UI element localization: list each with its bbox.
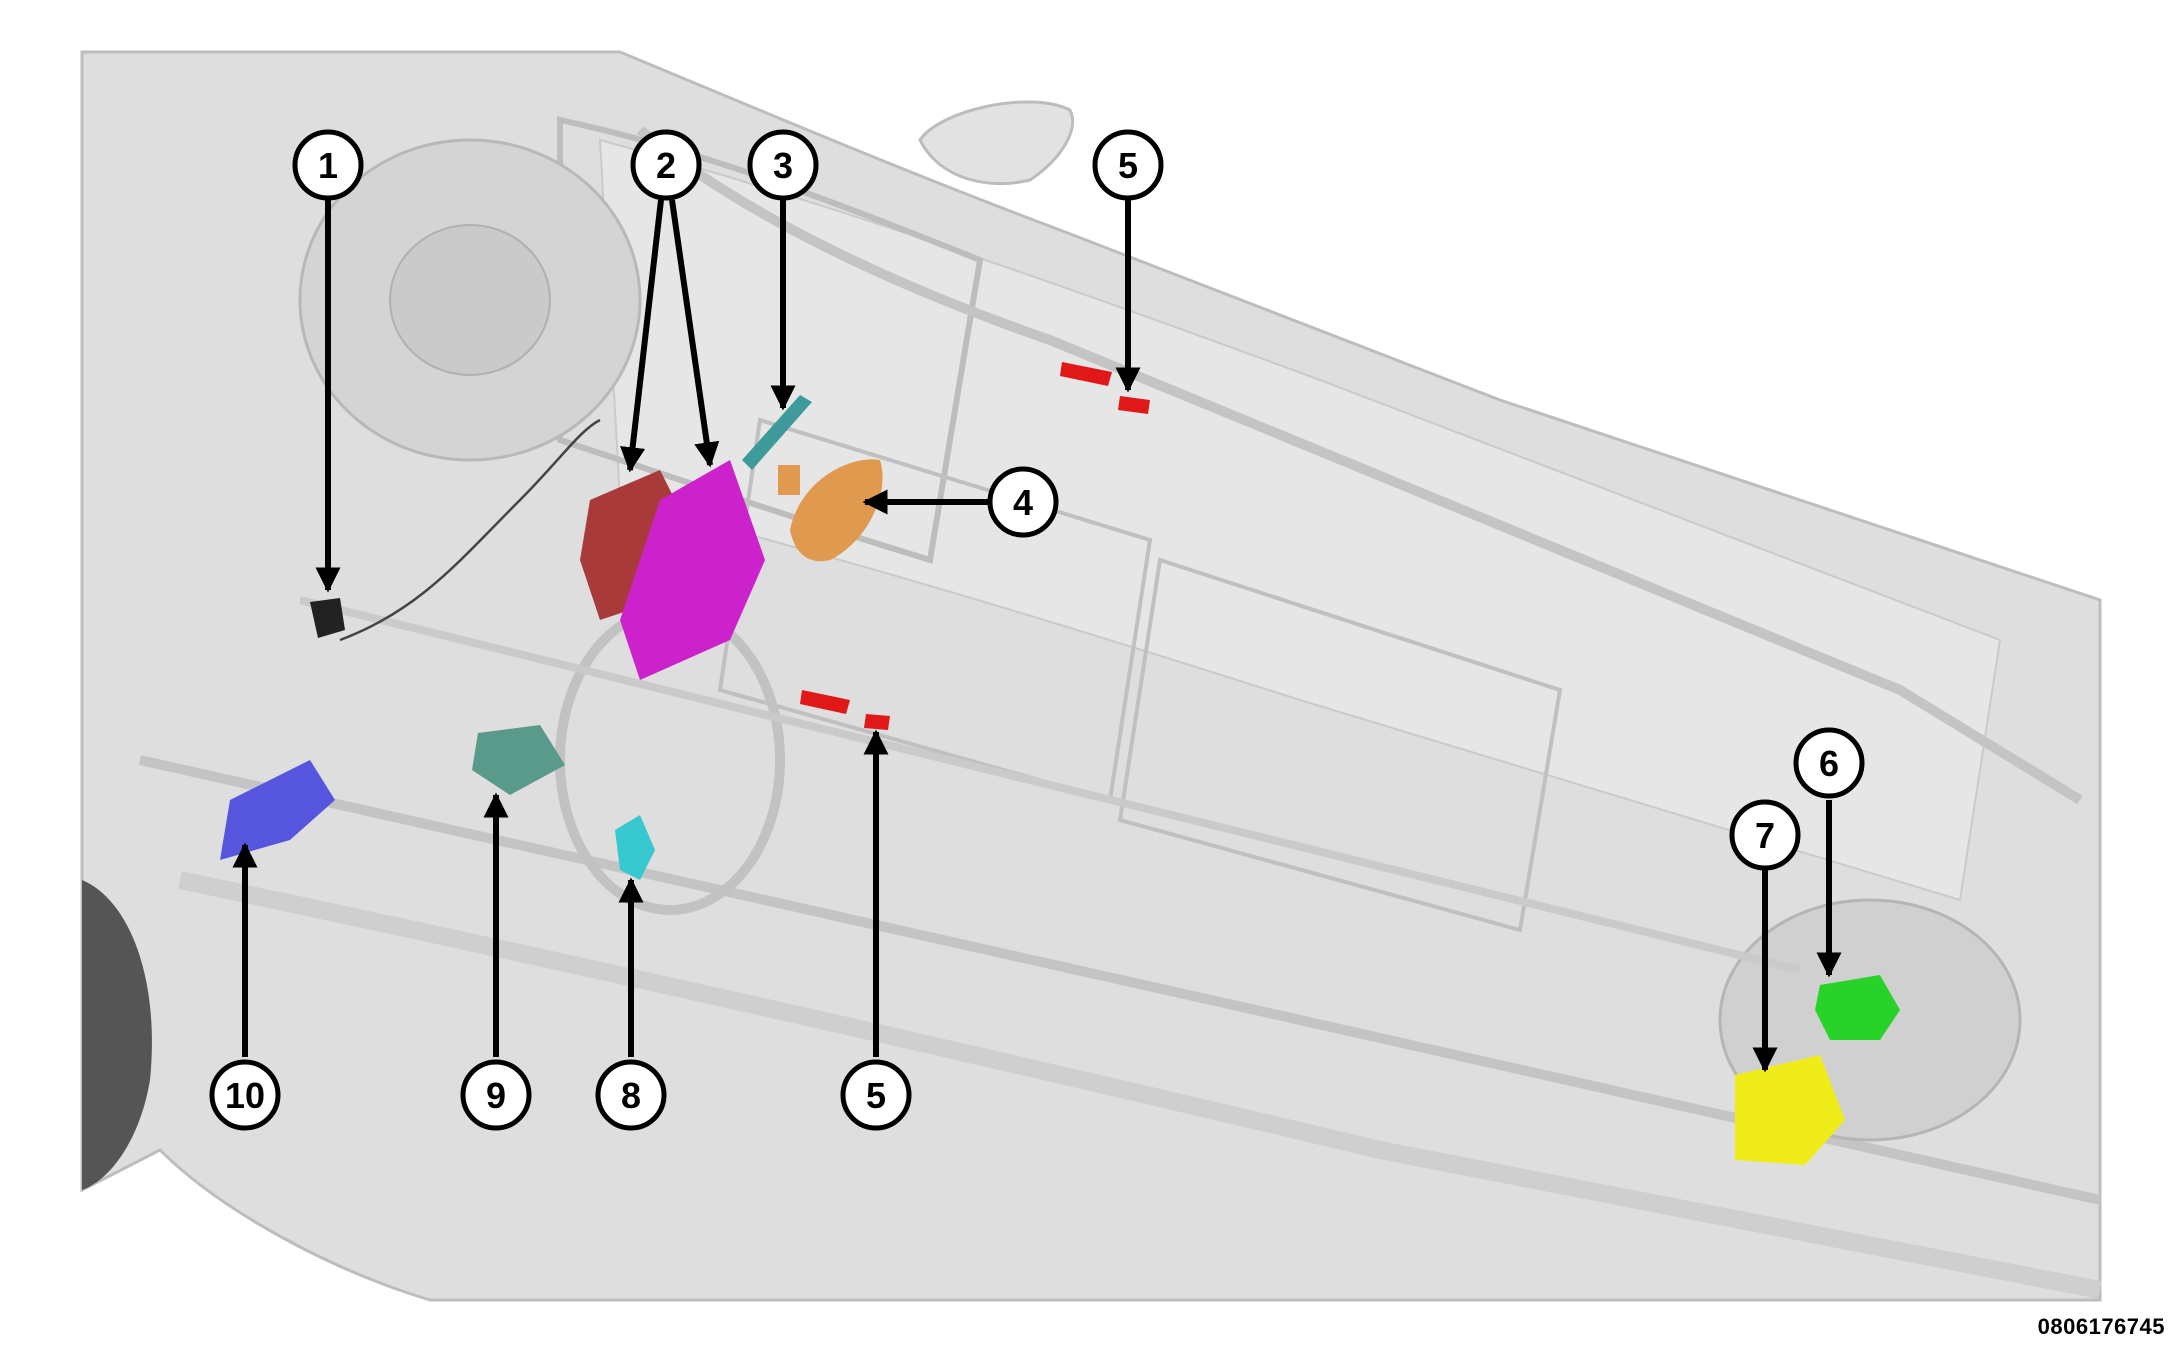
callout-label-7: 7 [1755, 815, 1775, 856]
rear-door-opening [1117, 557, 1563, 933]
grey-green-module [472, 725, 565, 795]
callout-1: 1 [292, 129, 364, 201]
callout-5-top: 5 [1092, 129, 1164, 201]
callout-4: 4 [987, 466, 1059, 538]
vehicle-phantom-body [80, 50, 2102, 1302]
callout-label-8: 8 [621, 1075, 641, 1116]
callout-label-6: 6 [1819, 743, 1839, 784]
blue-module [220, 760, 335, 860]
orange-mirror-mount [778, 465, 800, 495]
rocker-panel [178, 871, 2102, 1299]
callout-label-9: 9 [486, 1075, 506, 1116]
callout-label-4: 4 [1013, 482, 1033, 523]
magenta-module [620, 460, 765, 680]
callout-label-3: 3 [773, 145, 793, 186]
harness-wire [339, 418, 601, 642]
floor-crossmember [299, 596, 1801, 974]
leader-line-2a [620, 199, 664, 473]
yellow-module [1735, 1055, 1845, 1165]
callout-label-2: 2 [656, 145, 676, 186]
components [220, 362, 1900, 1165]
callout-2: 2 [630, 129, 702, 201]
black-sensor [310, 598, 345, 638]
leader-lines [232, 199, 1842, 1073]
cyan-switch [615, 815, 655, 880]
callout-label-5-bottom: 5 [866, 1075, 886, 1116]
figure-id: 0806176745 [2037, 1314, 2165, 1339]
side-mirror [918, 100, 1075, 186]
callout-8: 8 [595, 1059, 667, 1131]
callout-label-10: 10 [225, 1075, 265, 1116]
orange-mirror-module [790, 459, 883, 562]
red-sensor-rear [1060, 362, 1150, 414]
callout-7: 7 [1729, 799, 1801, 871]
green-module [1815, 975, 1900, 1040]
callout-5-bottom: 5 [840, 1059, 912, 1131]
callout-label-1: 1 [318, 145, 338, 186]
callout-label-5-top: 5 [1118, 145, 1138, 186]
callouts: 1 2 3 4 5 5 6 7 [209, 129, 1865, 1131]
callout-9: 9 [460, 1059, 532, 1131]
callout-6: 6 [1793, 727, 1865, 799]
callout-3: 3 [747, 129, 819, 201]
teal-sensor [742, 395, 812, 470]
callout-10: 10 [209, 1059, 281, 1131]
front-strut-tower [389, 224, 551, 376]
leader-line-2b [669, 199, 720, 468]
front-tire [82, 880, 152, 1190]
red-sensor-front [800, 690, 890, 730]
